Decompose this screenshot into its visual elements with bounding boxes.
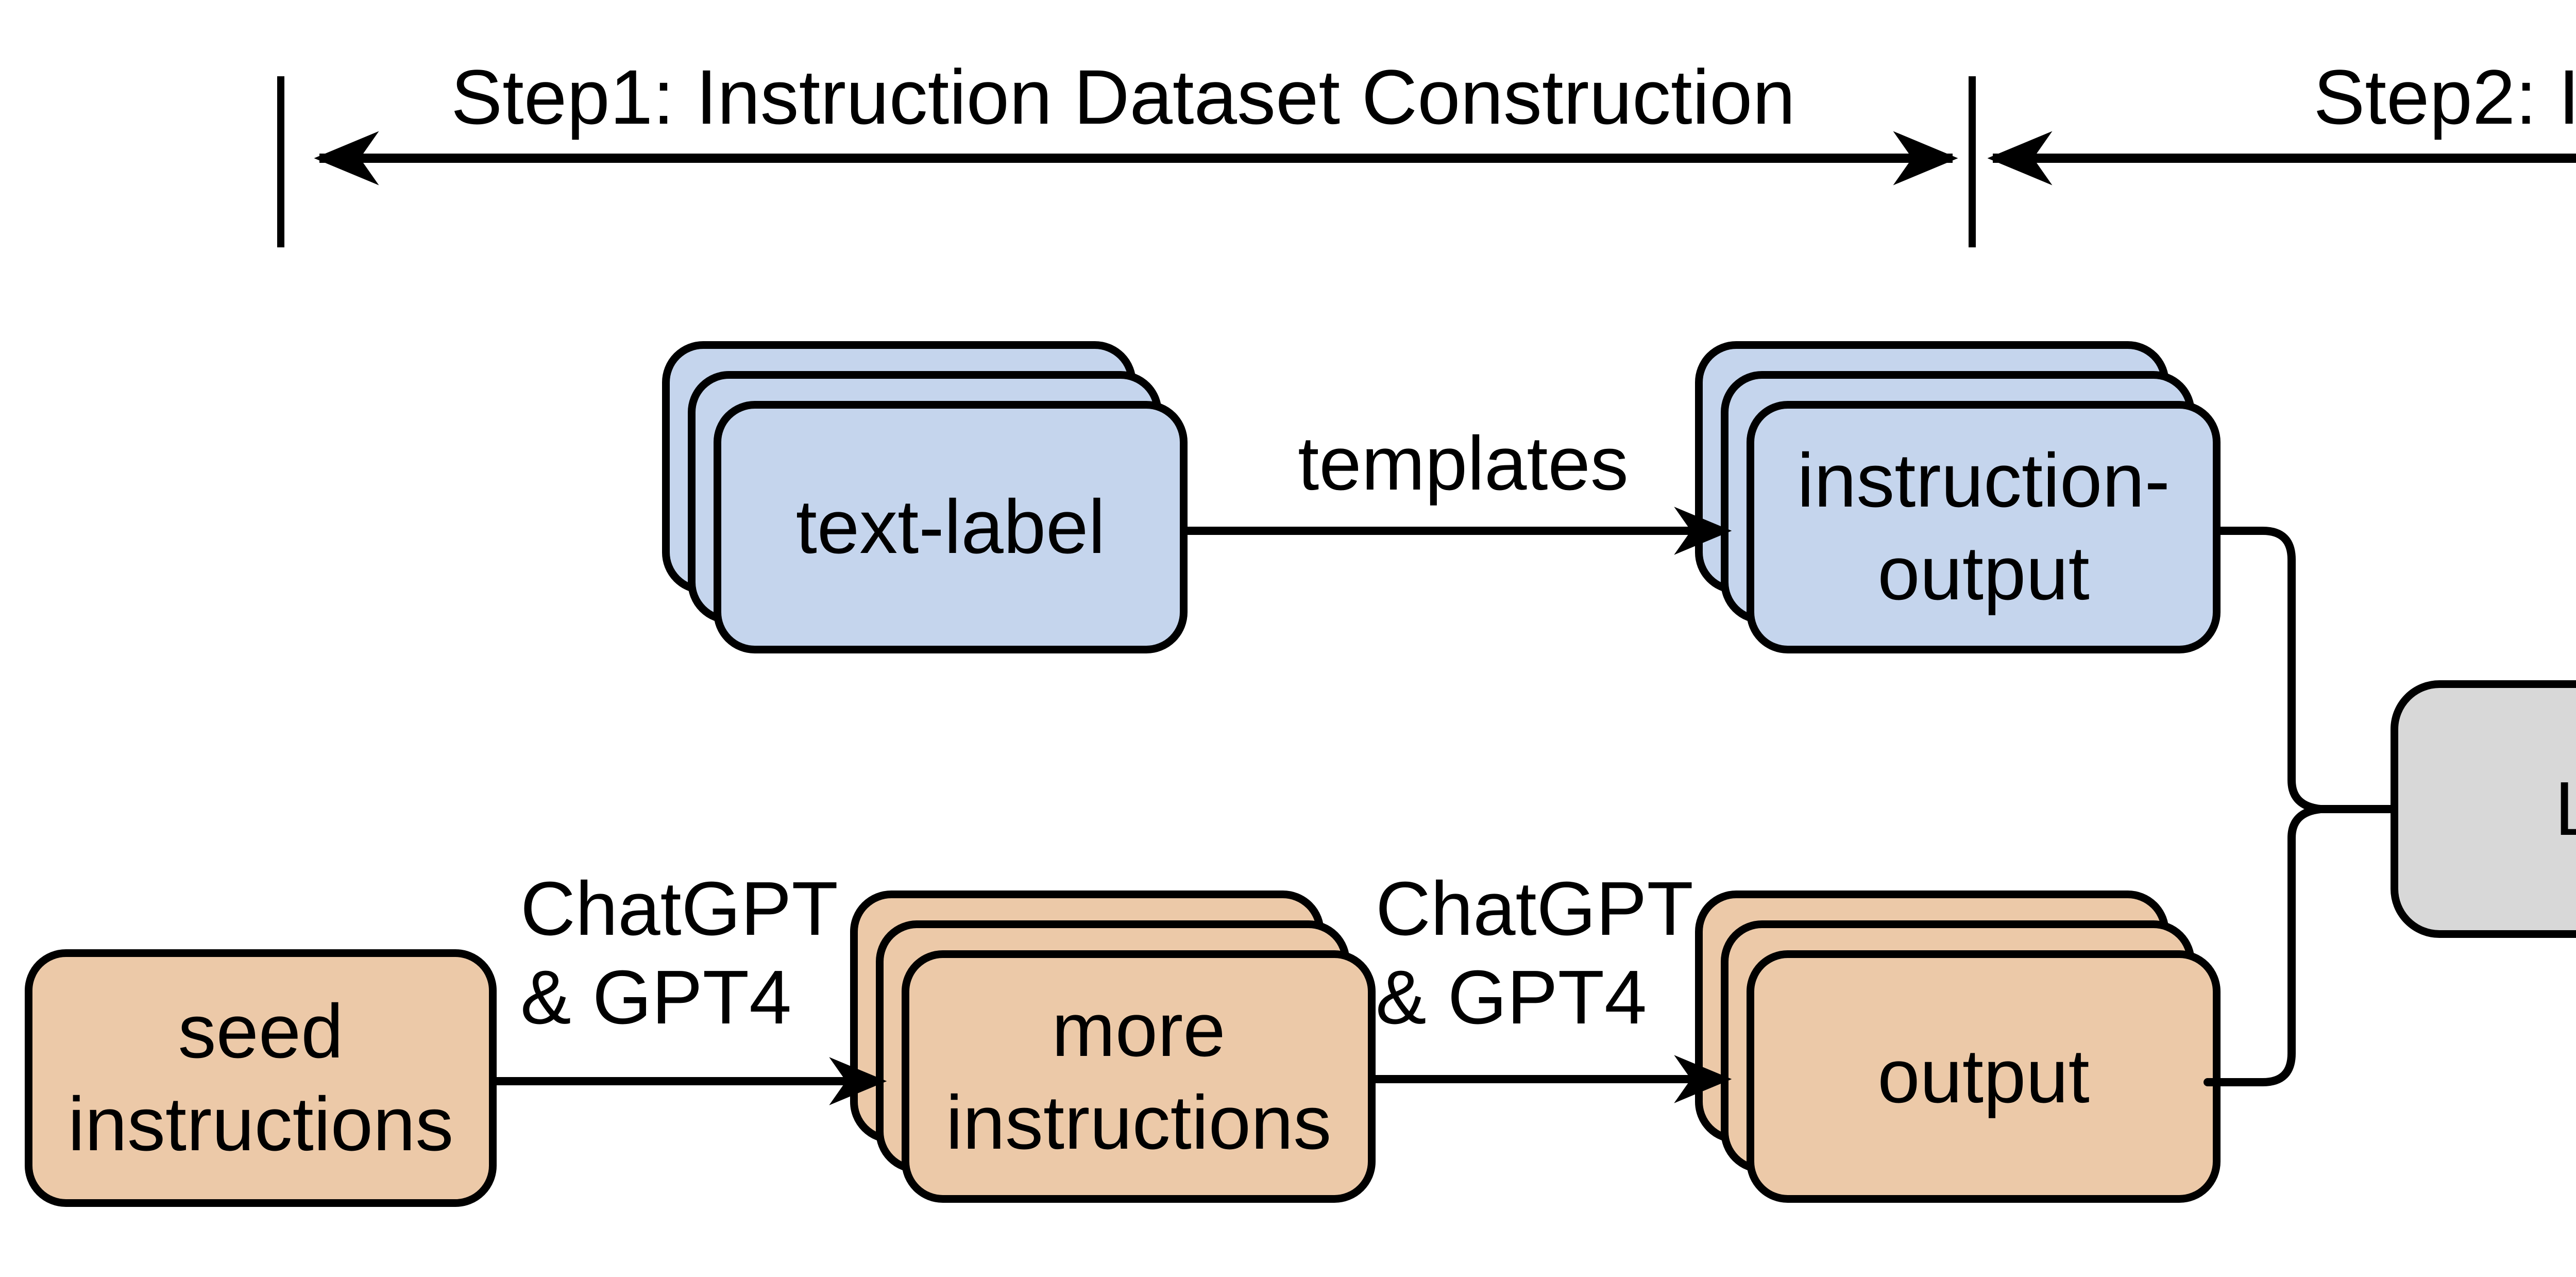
templates-arrow-label: templates (1298, 421, 1629, 506)
instruction-output-stack: instruction- output (1695, 341, 2221, 653)
text-label-card: text-label (714, 401, 1188, 653)
output-stack: output (1695, 890, 2221, 1203)
seed-instructions-label: seed instructions (67, 989, 454, 1167)
more-instructions-card: more instructions (902, 950, 1376, 1203)
step2-heading: Step2: Instruction Tuning (2313, 54, 2576, 140)
merge-brace-connector (2204, 527, 2396, 1086)
chatgpt-gpt4-label-1: ChatGPT & GPT4 (520, 866, 838, 1040)
more-instructions-stack: more instructions (850, 890, 1376, 1203)
llm-base-label: LLM (2554, 766, 2576, 851)
instruction-output-card: instruction- output (1747, 401, 2221, 653)
chatgpt-gpt4-label-2: ChatGPT & GPT4 (1376, 866, 1693, 1040)
step1-heading: Step1: Instruction Dataset Construction (451, 54, 1795, 140)
text-label-stack: text-label (662, 341, 1188, 653)
llm-base-box: LLM (2391, 680, 2576, 938)
instruction-output-card-label: instruction- output (1797, 438, 2170, 616)
more-instructions-card-label: more instructions (945, 987, 1332, 1165)
output-card: output (1747, 950, 2221, 1203)
text-label-card-label: text-label (795, 484, 1106, 569)
seed-instructions-box: seed instructions (25, 949, 497, 1207)
output-card-label: output (1877, 1034, 2090, 1119)
